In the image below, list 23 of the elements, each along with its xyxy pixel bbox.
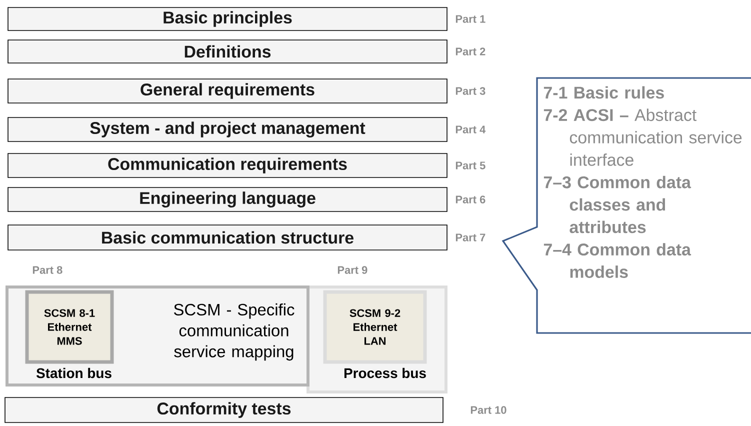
mapping-box: SCSM 8-1 Ethernet MMS (25, 290, 114, 364)
part-label: Part 6 (456, 196, 486, 204)
part-label: Part 10 (470, 406, 506, 414)
part-bar: System - and project management (8, 117, 448, 142)
part-label: Part 5 (456, 162, 486, 170)
node-label: SCSM - Specific communication service mapping (174, 303, 294, 361)
part-bar: Conformity tests (4, 397, 444, 423)
part-label: Part 3 (456, 87, 486, 95)
part-label: Part 8 (32, 266, 62, 274)
part-bar: General requirements (8, 78, 448, 104)
mapping-box: SCSM 9-2 Ethernet LAN (323, 290, 427, 364)
part-label: Part 9 (338, 266, 368, 274)
part-label: Part 1 (456, 15, 486, 23)
node-label: Station bus (36, 368, 112, 378)
part-label: Part 2 (456, 48, 486, 56)
part-bar: Basic principles (8, 7, 448, 31)
callout-box: 7-1 Basic rules 7-2 ACSI – Abstract communication service interface 7–3 Common data classes and attributes 7–4 Common data models (502, 77, 751, 334)
part-label: Part 7 (456, 234, 486, 242)
part-bar: Basic communication structure (8, 224, 448, 250)
part-bar: Definitions (8, 40, 448, 64)
part-bar: Engineering language (8, 187, 448, 212)
part-bar: Communication requirements (8, 153, 448, 178)
part-label: Part 4 (456, 126, 486, 134)
